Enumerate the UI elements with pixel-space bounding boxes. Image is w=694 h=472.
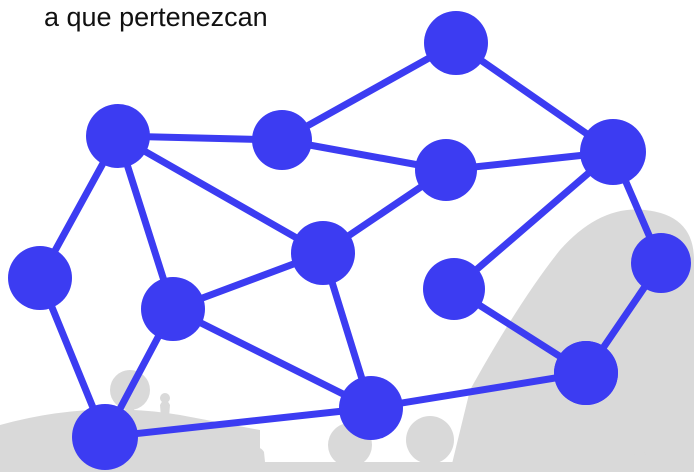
left-tree-trunk (126, 400, 134, 430)
right-hill-silhouette (450, 209, 694, 472)
edge-n13-n14 (367, 369, 590, 412)
round-tree-shape (406, 416, 454, 464)
ground-strip (0, 462, 694, 472)
caption-text: a que pertenezcan (44, 2, 268, 32)
node-n14 (554, 341, 618, 405)
node-n9 (631, 233, 691, 293)
node-n7 (291, 221, 355, 285)
node-n12 (72, 404, 138, 470)
person-head (473, 414, 485, 426)
standing-figure (160, 400, 170, 430)
node-n13 (339, 376, 403, 440)
edge-n8-n13 (169, 305, 375, 412)
node-n8 (141, 277, 205, 341)
edge-n5-n11 (450, 148, 617, 293)
edge-n12-n13 (101, 404, 375, 441)
node-n1 (424, 11, 488, 75)
node-n3 (86, 104, 150, 168)
node-n5 (580, 119, 646, 185)
edge-n3-n7 (114, 132, 327, 257)
round-tree-trunk (426, 450, 434, 472)
graph-nodes (8, 11, 691, 470)
node-n2 (252, 110, 312, 170)
node-n4 (415, 139, 477, 201)
node-n11 (423, 258, 485, 320)
standing-figure-head (160, 393, 170, 403)
person-figure (470, 426, 492, 472)
edge-n2-n1 (278, 39, 460, 144)
node-n6 (8, 246, 72, 310)
